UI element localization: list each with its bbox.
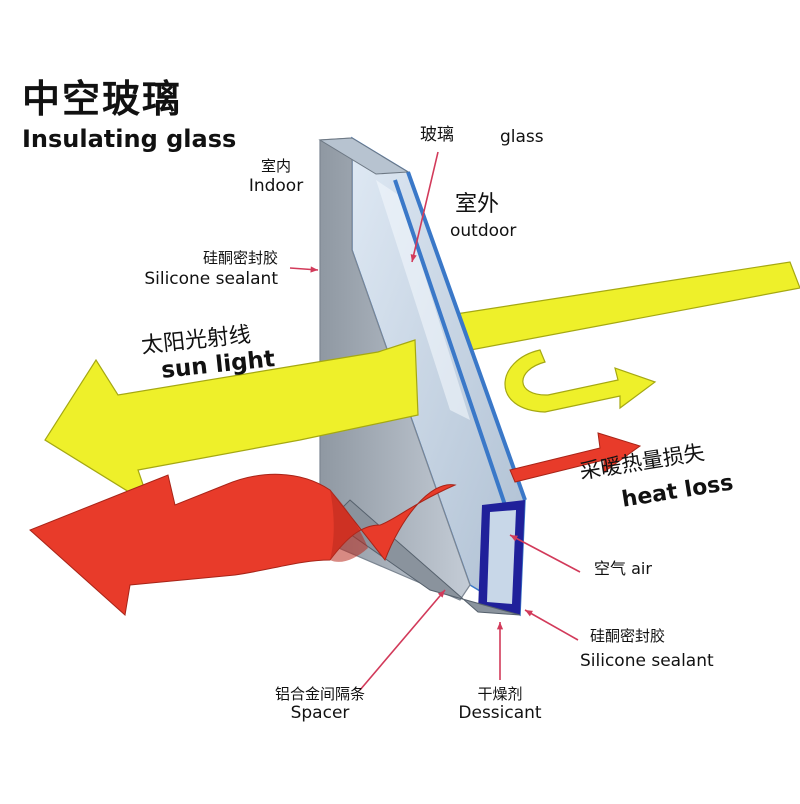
label-air: 空气 air <box>594 559 652 578</box>
pointer-lines <box>289 151 581 691</box>
heat-arrow-curl <box>29 473 457 616</box>
sunlight-arrow <box>44 339 419 507</box>
label-sealant-top-zh: 硅酮密封胶 <box>202 249 278 267</box>
pointer-air <box>509 534 581 573</box>
label-sealant-bottom-zh: 硅酮密封胶 <box>590 627 666 645</box>
pointer-desiccant-head <box>496 622 504 630</box>
title-en: Insulating glass <box>22 125 237 153</box>
label-sealant-top-en: Silicone sealant <box>144 269 278 289</box>
pointer-spacer-head <box>437 590 445 598</box>
label-air-en: air <box>631 559 652 578</box>
glass-glare <box>376 180 470 420</box>
pointer-glass-head <box>410 254 417 262</box>
label-desiccant-zh: 干燥剂 <box>477 685 523 703</box>
label-outdoor-zh: 室外 <box>455 192 500 217</box>
label-spacer-en: Spacer <box>290 703 350 723</box>
label-spacer-zh: 铝合金间隔条 <box>274 685 365 703</box>
pointer-air-head <box>510 535 518 542</box>
heat-arrow-outside <box>509 432 642 483</box>
pointer-sealant-bottom-head <box>525 610 533 617</box>
label-indoor-zh: 室内 <box>260 157 291 175</box>
title-zh: 中空玻璃 <box>22 77 183 121</box>
label-glass-en: glass <box>500 127 544 147</box>
sunlight-reflection-curl <box>504 349 657 413</box>
label-indoor-en: Indoor <box>248 176 304 196</box>
label-glass-zh: 玻璃 <box>420 125 454 145</box>
pointer-glass <box>411 151 439 263</box>
pointer-sealant-bottom <box>524 609 579 641</box>
label-outdoor-en: outdoor <box>450 221 517 241</box>
label-air-zh: 空气 <box>594 559 627 578</box>
label-desiccant-en: Dessicant <box>458 703 542 723</box>
glass-edge <box>406 171 527 501</box>
heat-arrow-curl-shadow <box>330 490 368 562</box>
pointer-sealant-top-head <box>310 266 318 273</box>
glass-edge-inner <box>393 179 507 506</box>
sunlight-band-outside <box>428 261 800 353</box>
spacer-frame-inner <box>487 510 516 604</box>
pointer-spacer <box>359 589 446 691</box>
label-sealant-bottom-en: Silicone sealant <box>580 651 714 671</box>
